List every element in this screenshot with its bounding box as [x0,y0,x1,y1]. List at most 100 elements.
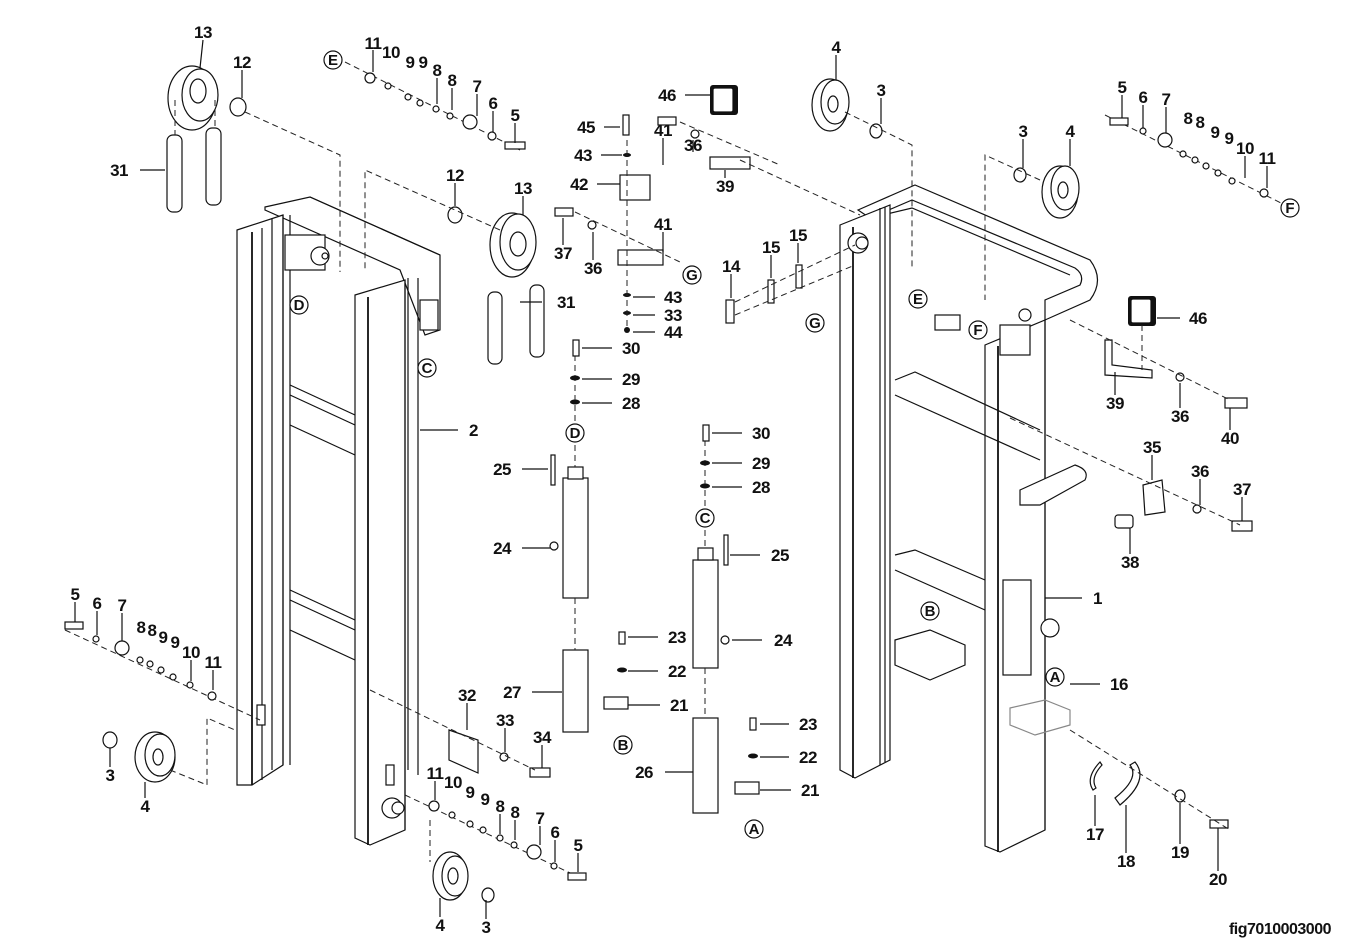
callout-number: 9 [1225,129,1234,148]
callout-number: 11 [205,653,222,672]
callout-number: 33 [496,711,514,730]
callout-number: 18 [1117,852,1135,871]
callout-number: 22 [799,748,817,767]
plate-icon [448,729,479,774]
callout-number: 9 [171,633,180,652]
callout-number: 21 [670,696,688,715]
callout-number: 44 [664,323,683,342]
tilt-pin-parts [1089,761,1229,829]
callout-number: 25 [771,546,789,565]
reference-label: A [749,821,760,838]
callout-number: 23 [799,715,817,734]
callout-number: 16 [1110,675,1128,694]
snap-ring-icon [1013,167,1027,183]
reference-circle [682,265,702,285]
callout-number: 31 [110,161,128,180]
callout-number: 8 [496,797,505,816]
callout-number: 42 [570,175,588,194]
roller-icon [432,851,469,901]
callout-number: 8 [1196,113,1205,132]
snap-ring-icon [229,97,247,117]
callout-number: 17 [1086,825,1104,844]
callout-number: 24 [493,539,512,558]
reference-label: C [422,360,433,377]
reference-label: D [570,425,581,442]
callout-number: 4 [1066,122,1076,141]
snap-ring-icon [102,731,118,749]
chain-icon [487,284,545,365]
reference-circle [613,735,633,755]
callout-number: 36 [584,259,602,278]
reference-circle [417,358,437,378]
figure-id: fig7010003000 [1228,921,1332,938]
callout-number: 37 [1233,480,1251,499]
callout-number: 5 [71,585,80,604]
reference-label: F [973,322,982,339]
pulley-icon [489,212,537,278]
callout-number: 41 [654,121,672,140]
roller-icon [1041,165,1080,219]
callout-number: 36 [1191,462,1209,481]
callout-number: 4 [436,916,446,935]
callout-number: 8 [148,621,157,640]
callout-number: 6 [93,594,102,613]
callout-number: 13 [514,179,532,198]
callout-number: 35 [1143,438,1161,457]
reference-label: B [618,737,629,754]
callout-number: 10 [182,643,200,662]
reference-label: A [1050,669,1061,686]
callout-number: 2 [469,421,478,440]
callout-number: 41 [654,215,672,234]
callout-number: 8 [433,61,442,80]
callout-number: 24 [774,631,793,650]
reference-label: E [913,291,923,308]
reference-label: D [294,297,305,314]
callout-number: 9 [481,790,490,809]
washer-stack-icon [64,621,217,701]
callout-number: 5 [574,836,583,855]
reference-circle [289,295,309,315]
callout-number: 25 [493,460,511,479]
roller-icon [134,731,176,783]
callout-number: 28 [752,478,770,497]
pulley-icon [167,65,219,131]
callout-number: 32 [458,686,476,705]
callout-number: 39 [1106,394,1124,413]
fastener-stack [570,339,760,795]
callout-number: 30 [622,339,640,358]
outer-mast-right [839,184,1099,853]
reference-circle [968,320,988,340]
reference-circle [1045,667,1065,687]
reference-circle [323,50,343,70]
callout-number: 3 [106,766,115,785]
callout-number: 34 [533,728,552,747]
reference-circle [695,508,715,528]
sensor-bracket-group-right [1104,296,1253,532]
callout-number: 12 [233,53,251,72]
lift-cylinder-right [692,534,730,814]
callout-number: 7 [536,809,545,828]
callout-number: 9 [159,628,168,647]
callout-number: 31 [557,293,575,312]
callout-number: 38 [1121,553,1139,572]
callout-number: 28 [622,394,640,413]
reference-circle [908,289,928,309]
callout-number: 29 [752,454,770,473]
callout-number: 3 [877,81,886,100]
callout-number: 26 [635,763,653,782]
reference-circle [1280,198,1300,218]
callout-number: 45 [577,118,595,137]
snap-ring-icon [481,887,495,903]
callout-number: 30 [752,424,770,443]
callout-number: 15 [789,226,807,245]
callout-number: 5 [1118,78,1127,97]
callout-number: 46 [1189,309,1207,328]
reference-circle [565,423,585,443]
reference-circle [744,819,764,839]
callout-number: 8 [511,803,520,822]
reference-circle [920,601,940,621]
callout-number: 9 [466,783,475,802]
callout-number: 4 [141,797,151,816]
callout-number: 21 [801,781,819,800]
callout-number: 23 [668,628,686,647]
